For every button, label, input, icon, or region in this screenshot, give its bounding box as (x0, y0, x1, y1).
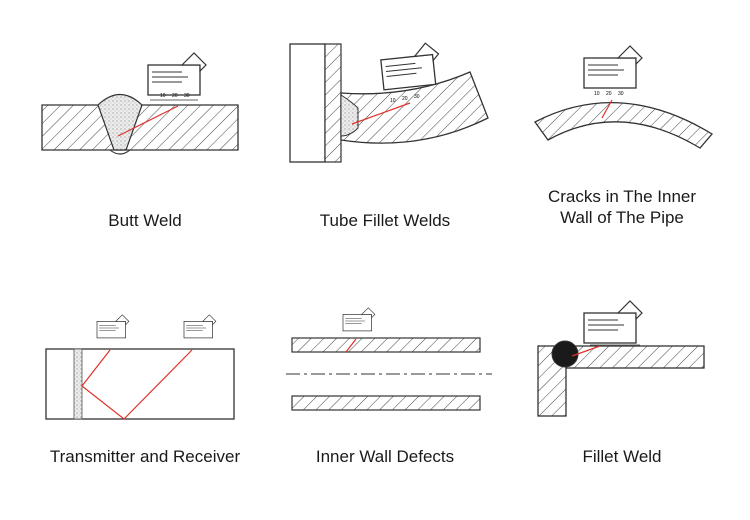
weld-bead-icon (551, 340, 579, 368)
caption-butt-weld: Butt Weld (108, 211, 182, 230)
scale-label: 10 (594, 91, 600, 97)
caption-inner-wall-cracks-line2: Wall of The Pipe (560, 208, 684, 227)
panel-fillet-weld (537, 300, 705, 417)
sound-beam-icon (117, 105, 179, 137)
ultrasonic-probe-icon (96, 314, 130, 339)
scale-label: 30 (618, 91, 624, 97)
ultrasonic-probe-icon (378, 41, 443, 91)
scale-label: 20 (172, 93, 178, 99)
panel-inner-wall-defects (286, 307, 492, 411)
sound-beam-icon (351, 102, 411, 125)
caption-fillet-weld: Fillet Weld (582, 447, 662, 466)
panel-butt-weld: 10 20 30 (41, 52, 239, 155)
panel-transmitter-receiver (45, 314, 235, 420)
sound-beam-icon (571, 345, 601, 357)
panel-inner-wall-cracks: 10 20 30 (534, 45, 713, 149)
caption-transmitter-receiver: Transmitter and Receiver (49, 447, 241, 466)
sound-beam-icon (601, 99, 613, 119)
caption-inner-wall-defects: Inner Wall Defects (315, 447, 455, 466)
scale-label: 20 (402, 96, 408, 102)
weld-bead-icon (97, 93, 143, 151)
ultrasonic-probe-icon (183, 314, 217, 339)
scale-label: 10 (390, 98, 396, 104)
scale-label: 10 (160, 93, 166, 99)
scale-label: 20 (606, 91, 612, 97)
sound-beam-icon (345, 338, 357, 353)
ultrasonic-probe-icon (583, 45, 643, 89)
scale-label: 30 (414, 94, 420, 100)
caption-inner-wall-cracks-line1: Cracks in The Inner (547, 187, 697, 206)
ultrasonic-probe-icon (147, 52, 207, 96)
ultrasonic-probe-icon (583, 300, 643, 344)
panel-tube-fillet-welds: 10 20 30 (289, 41, 489, 163)
scale-label: 30 (184, 93, 190, 99)
caption-tube-fillet-welds: Tube Fillet Welds (319, 211, 451, 230)
sound-beam-icon (81, 349, 193, 420)
ultrasonic-probe-icon (342, 307, 376, 332)
